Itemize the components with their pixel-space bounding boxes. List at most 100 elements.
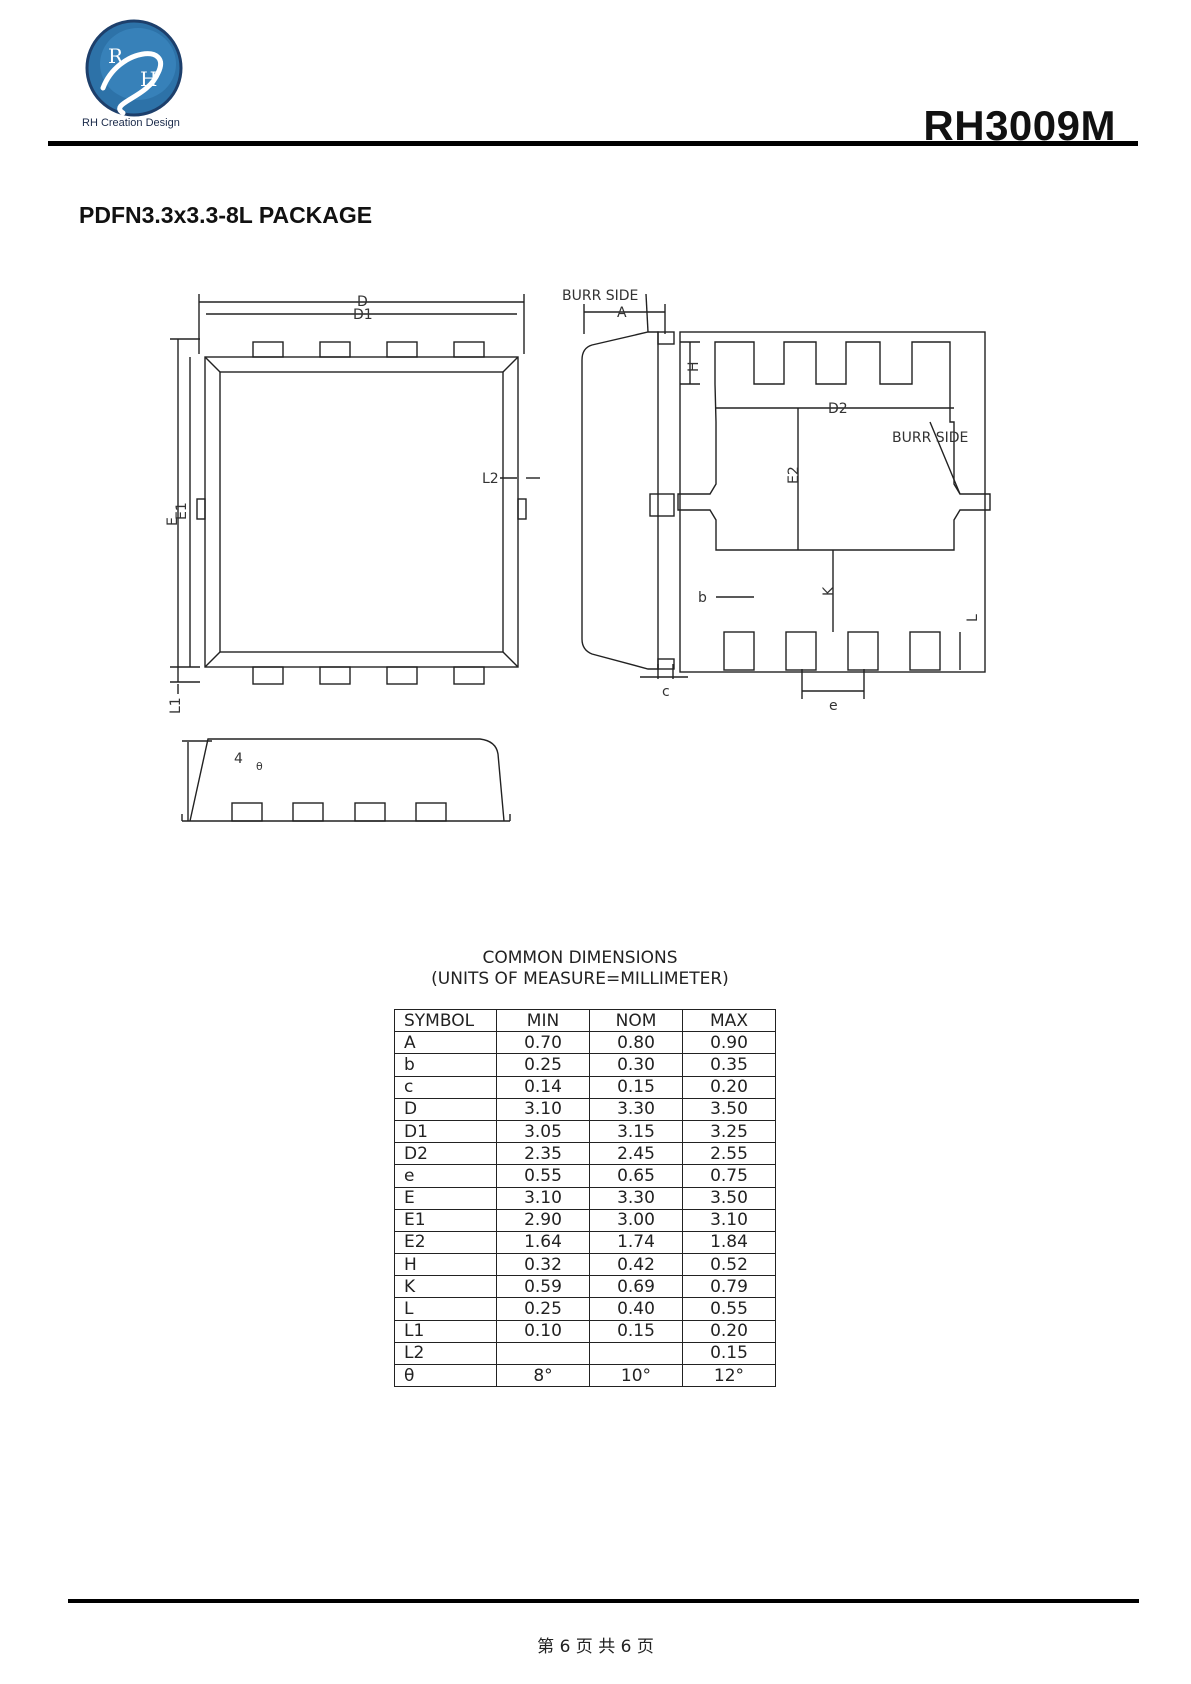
cell-max: 0.20 — [682, 1075, 776, 1099]
cell-max: 12° — [682, 1363, 776, 1388]
cell-min: 0.32 — [496, 1253, 590, 1277]
dim-label-E2: E2 — [786, 466, 802, 484]
dim-label-L1: L1 — [168, 697, 184, 714]
cell-symbol: E2 — [394, 1230, 497, 1255]
dim-label-c: c — [662, 684, 670, 700]
cell-nom: 3.30 — [589, 1097, 683, 1121]
dim-label-e: e — [829, 698, 838, 714]
cell-max: 0.90 — [682, 1031, 776, 1055]
cell-nom: 0.30 — [589, 1053, 683, 1077]
cell-nom: 3.30 — [589, 1186, 683, 1210]
cell-symbol: E1 — [394, 1208, 497, 1232]
cell-nom: 3.00 — [589, 1208, 683, 1232]
dim-label-K: K — [821, 586, 837, 596]
cell-max: 0.20 — [682, 1319, 776, 1343]
logo-letter-h: H — [140, 67, 157, 91]
cell-nom — [589, 1341, 683, 1366]
cell-min: 8° — [496, 1363, 590, 1388]
dim-label-D: D — [357, 294, 368, 310]
header-rule — [48, 141, 1138, 146]
cell-max: 0.79 — [682, 1275, 776, 1299]
cell-min: 0.59 — [496, 1275, 590, 1299]
cell-nom: 0.65 — [589, 1164, 683, 1188]
cell-max: 0.15 — [682, 1341, 776, 1366]
cell-min: 2.90 — [496, 1208, 590, 1232]
cell-symbol: L — [394, 1297, 497, 1321]
logo-letter-r: R — [108, 44, 124, 68]
side-view — [581, 293, 688, 679]
header-min: MIN — [496, 1008, 590, 1033]
profile-view — [181, 738, 511, 822]
cell-nom: 2.45 — [589, 1142, 683, 1166]
dim-label-E: E — [165, 517, 181, 526]
cell-max: 1.84 — [682, 1230, 776, 1255]
cell-max: 0.52 — [682, 1253, 776, 1277]
cell-min: 3.05 — [496, 1119, 590, 1144]
cell-max: 0.75 — [682, 1164, 776, 1188]
cell-symbol: b — [394, 1053, 497, 1077]
dim-label-L2: L2 — [482, 471, 499, 487]
table-caption-line2: (UNITS OF MEASURE=MILLIMETER) — [431, 969, 729, 989]
cell-max: 0.55 — [682, 1297, 776, 1321]
cell-min: 0.25 — [496, 1053, 590, 1077]
top-view — [170, 294, 540, 694]
cell-symbol: E — [394, 1186, 497, 1210]
cell-max: 3.50 — [682, 1186, 776, 1210]
dim-label-theta: θ — [256, 760, 263, 773]
cell-min: 0.10 — [496, 1319, 590, 1343]
cell-min: 1.64 — [496, 1230, 590, 1255]
cell-symbol: θ — [394, 1363, 497, 1388]
table-caption-line1: COMMON DIMENSIONS — [482, 948, 678, 968]
table-caption: COMMON DIMENSIONS (UNITS OF MEASURE=MILL… — [360, 948, 800, 990]
cell-nom: 0.40 — [589, 1297, 683, 1321]
cell-min: 0.25 — [496, 1297, 590, 1321]
cell-max: 3.10 — [682, 1208, 776, 1232]
cell-nom: 0.69 — [589, 1275, 683, 1299]
package-title: PDFN3.3x3.3-8L PACKAGE — [79, 202, 373, 228]
dim-label-burr-side: BURR SIDE — [562, 288, 638, 304]
cell-min — [496, 1341, 590, 1366]
cell-symbol: e — [394, 1164, 497, 1188]
cell-nom: 3.15 — [589, 1119, 683, 1144]
cell-min: 3.10 — [496, 1097, 590, 1121]
cell-symbol: L1 — [394, 1319, 497, 1343]
dim-label-D2: D2 — [828, 401, 848, 417]
cell-nom: 0.42 — [589, 1253, 683, 1277]
logo-text: RH Creation Design — [82, 117, 180, 129]
cell-nom: 0.15 — [589, 1319, 683, 1343]
footer-rule — [68, 1599, 1139, 1603]
cell-symbol: K — [394, 1275, 497, 1299]
table-header-row: SYMBOL MIN NOM MAX — [394, 1008, 776, 1033]
cell-nom: 0.15 — [589, 1075, 683, 1099]
dim-label-A: A — [617, 305, 627, 321]
cell-max: 3.25 — [682, 1119, 776, 1144]
cell-max: 3.50 — [682, 1097, 776, 1121]
company-logo: R H — [85, 19, 183, 117]
cell-max: 2.55 — [682, 1142, 776, 1166]
cell-min: 0.55 — [496, 1164, 590, 1188]
page-number: 第 6 页 共 6 页 — [537, 1637, 654, 1657]
dim-label-H: H — [686, 361, 702, 372]
dim-label-angle: 4 — [234, 751, 243, 767]
cell-symbol: D1 — [394, 1119, 497, 1144]
bottom-view — [677, 331, 991, 699]
package-drawing: D D1 E E1 L1 L2 BURR SIDE A c H D2 BURR … — [165, 288, 991, 822]
cell-min: 3.10 — [496, 1186, 590, 1210]
cell-symbol: D2 — [394, 1142, 497, 1166]
